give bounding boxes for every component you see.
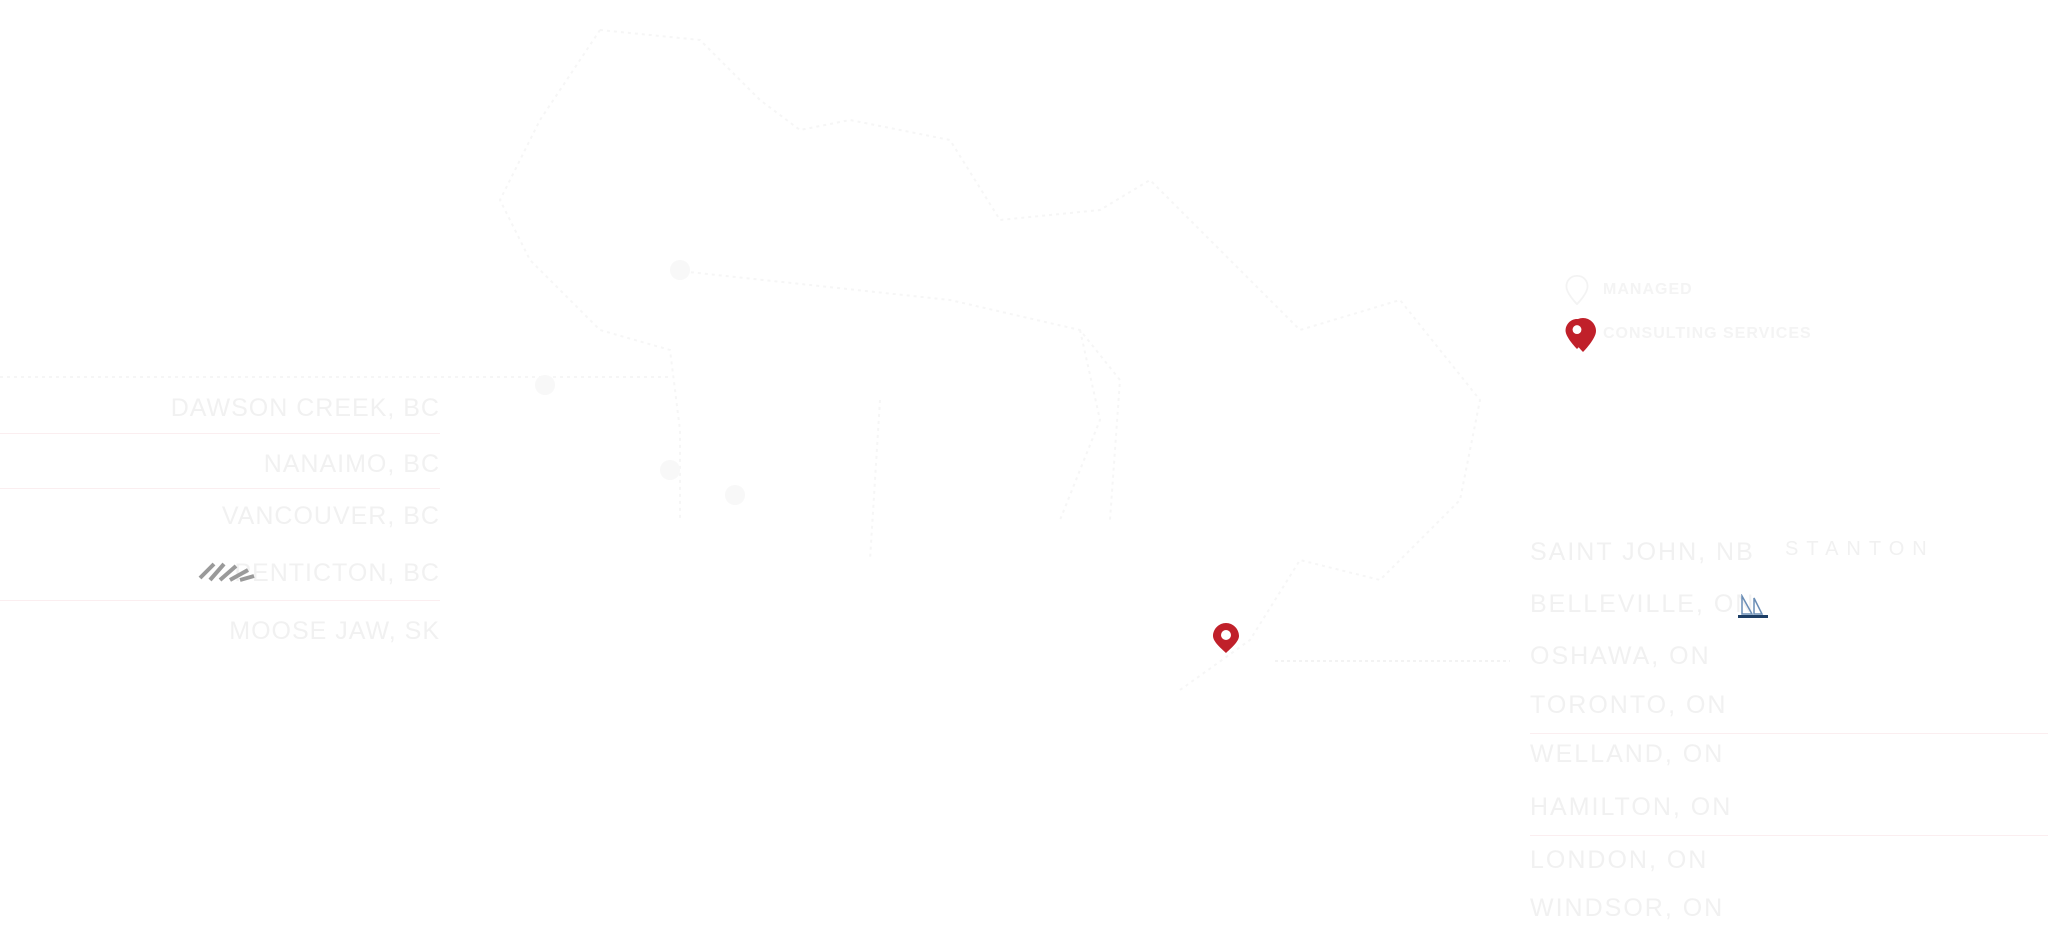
location-row: WINDSOR, ON bbox=[1530, 894, 1725, 922]
map-marker-faint bbox=[660, 460, 680, 480]
location-row: HAMILTON, ON bbox=[1530, 793, 1733, 821]
partner-logo-fan bbox=[198, 562, 255, 582]
location-row: OSHAWA, ON bbox=[1530, 642, 1711, 670]
map-outline bbox=[0, 29, 1482, 691]
legend-label: MANAGED bbox=[1603, 281, 1693, 298]
map-pin-icon[interactable] bbox=[1213, 623, 1239, 657]
location-row: SAINT JOHN, NB bbox=[1530, 538, 1755, 566]
location-row: BELLEVILLE, ON bbox=[1530, 590, 1756, 618]
partner-logo-text: STANTON bbox=[1785, 538, 1935, 560]
legend-item-managed: MANAGED bbox=[1565, 268, 1812, 312]
location-row: DAWSON CREEK, BC bbox=[170, 394, 440, 422]
legend-item-consulting: CONSULTING SERVICES bbox=[1565, 312, 1812, 356]
map-marker-faint bbox=[725, 485, 745, 505]
map-legend: MANAGED CONSULTING SERVICES bbox=[1565, 268, 1812, 356]
location-row: LONDON, ON bbox=[1530, 846, 1709, 874]
map-pin-outline-icon bbox=[1565, 275, 1589, 305]
divider bbox=[1530, 835, 2048, 836]
western-locations-list: DAWSON CREEK, BC NANAIMO, BC VANCOUVER, … bbox=[0, 380, 440, 660]
location-row: MOOSE JAW, SK bbox=[229, 617, 440, 645]
location-row: NANAIMO, BC bbox=[263, 450, 440, 478]
map-marker-faint bbox=[535, 375, 555, 395]
location-row: PENTICTON, BC bbox=[234, 559, 440, 587]
location-row: WELLAND, ON bbox=[1530, 740, 1725, 768]
eastern-locations-list: SAINT JOHN, NB STANTON BELLEVILLE, ON OS… bbox=[1530, 530, 2048, 928]
location-row: VANCOUVER, BC bbox=[221, 502, 440, 530]
sailboat-logo-icon bbox=[1738, 594, 1768, 618]
legend-label: CONSULTING SERVICES bbox=[1603, 325, 1812, 342]
map-pin-icon bbox=[1565, 319, 1589, 349]
map-marker-faint bbox=[670, 260, 690, 280]
divider bbox=[1530, 733, 2048, 734]
divider bbox=[0, 488, 440, 489]
divider bbox=[0, 600, 440, 601]
divider bbox=[0, 433, 440, 434]
location-row: TORONTO, ON bbox=[1530, 691, 1728, 719]
